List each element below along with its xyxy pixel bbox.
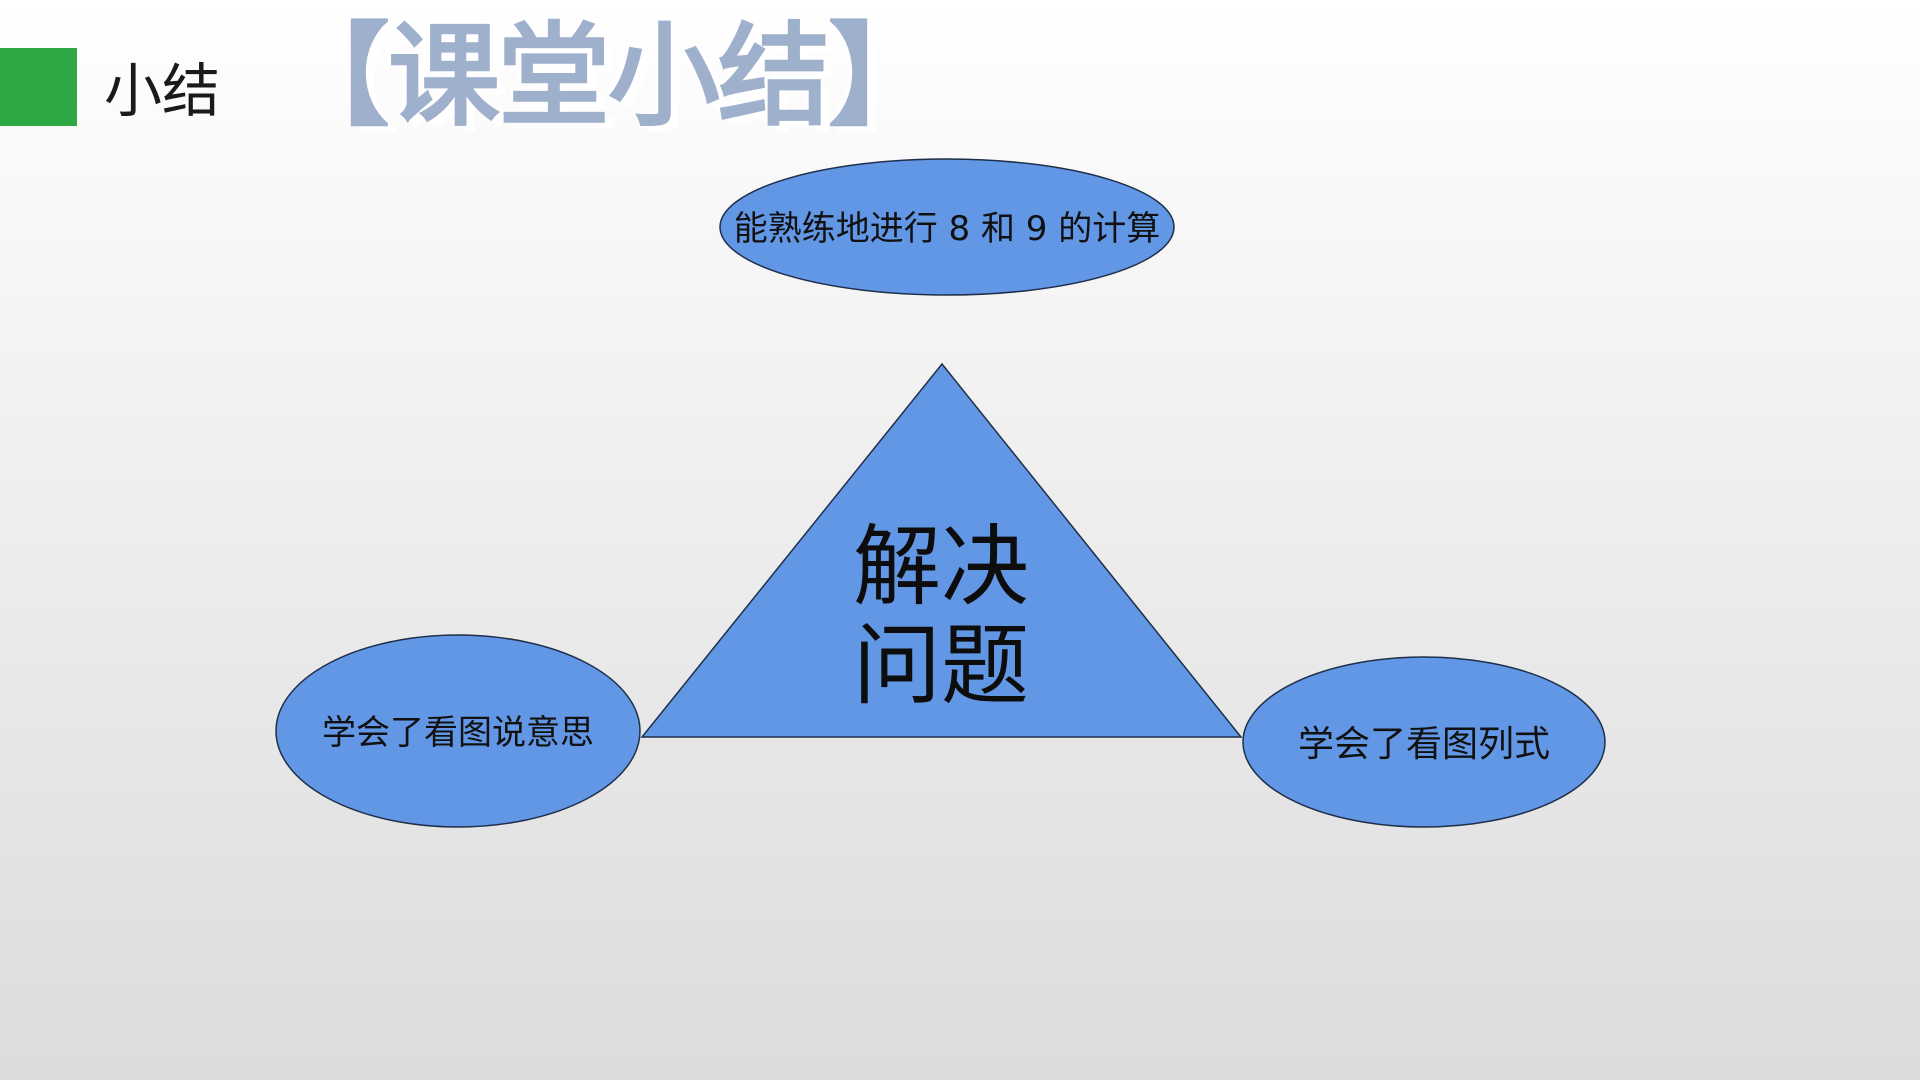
top-node-ellipse — [719, 158, 1175, 296]
left-node-ellipse — [275, 634, 641, 828]
section-marker — [0, 48, 77, 126]
center-text-line2: 问题 — [853, 614, 1029, 717]
top-node-text: 能熟练地进行 8 和 9 的计算 — [734, 209, 1161, 249]
section-label: 小结 — [104, 57, 221, 125]
right-node-text: 学会了看图列式 — [1298, 724, 1550, 765]
center-text-line1: 解决 — [853, 515, 1029, 618]
right-node-ellipse — [1242, 656, 1606, 828]
slide-title: 【课堂小结】 — [278, 12, 940, 142]
center-triangle — [640, 362, 1243, 738]
left-node-text: 学会了看图说意思 — [322, 713, 594, 753]
